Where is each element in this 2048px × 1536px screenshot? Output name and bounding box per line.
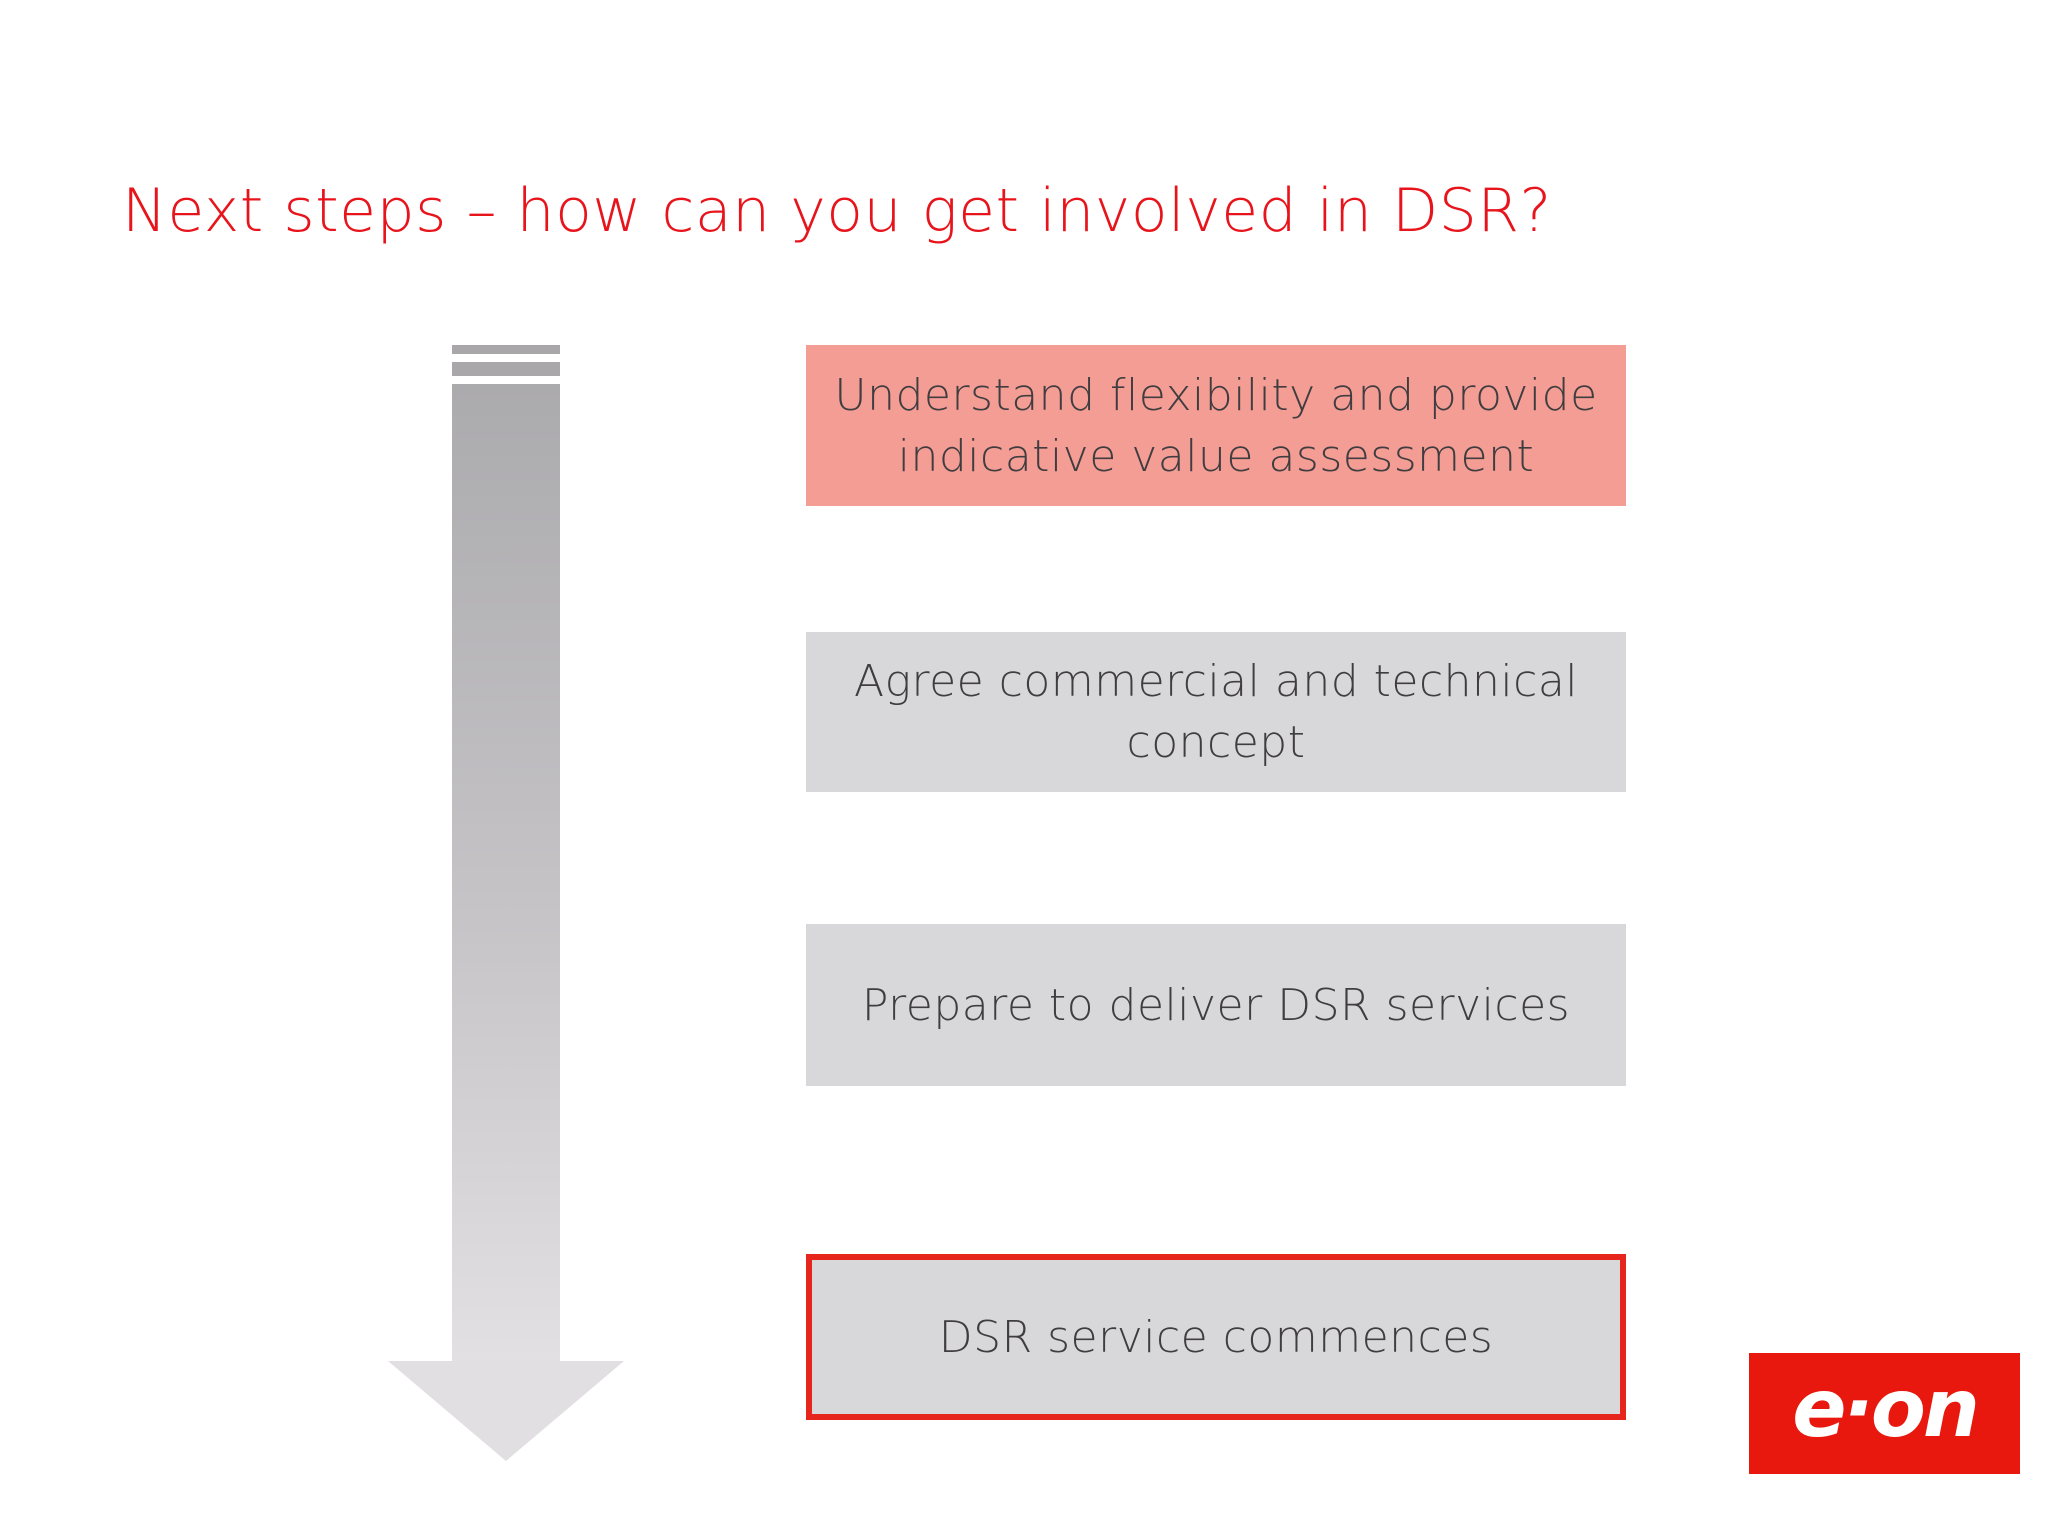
eon-logo: e·on [1749,1353,2020,1474]
step-text-line: concept [1126,717,1306,768]
step-text-line: Agree commercial and technical [853,656,1579,707]
step-box-service-commences: DSR service commences [806,1254,1626,1420]
down-arrow-head-icon [388,1361,624,1461]
step-text-line: Prepare to deliver DSR services [861,979,1571,1031]
step-box-agree-concept: Agree commercial and technical concept [806,632,1626,792]
down-arrow-shaft [452,384,560,1361]
step-box-prepare-deliver: Prepare to deliver DSR services [806,924,1626,1086]
step-text-line: indicative value assessment [897,430,1535,482]
step-text-line: DSR service commences [938,1311,1494,1363]
arrow-dash-top [452,345,560,354]
arrow-dash-second [452,362,560,376]
step-text-line: Understand flexibility and provide [834,369,1598,421]
page-title: Next steps – how can you get involved in… [122,176,1552,246]
step-box-understand-flexibility: Understand flexibility and provide indic… [806,345,1626,506]
eon-logo-text: e·on [1792,1362,1980,1455]
